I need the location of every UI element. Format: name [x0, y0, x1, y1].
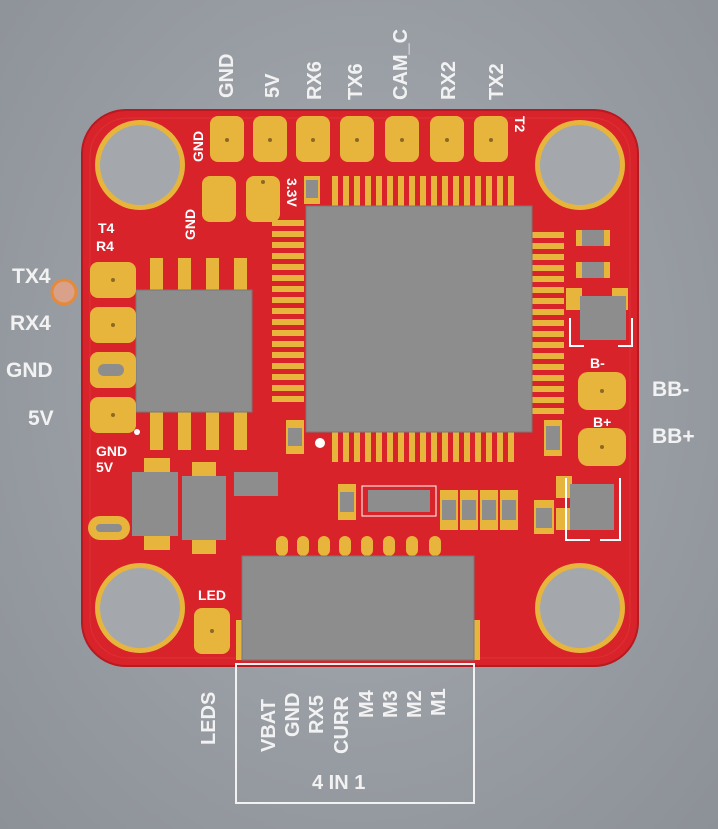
bottom-pin-vbat: VBAT: [258, 699, 280, 752]
four-in-one-bracket: [235, 663, 475, 804]
silk-gnd-b: GND: [182, 208, 198, 240]
right-parts: [556, 230, 633, 541]
silk-r4: R4: [96, 238, 114, 254]
right-pin-bb-minus: BB-: [652, 378, 690, 401]
bottom-pin-curr: CURR: [331, 696, 353, 754]
silk-3v3: 3.3V: [284, 178, 300, 207]
bottom-pin-gnd: GND: [282, 692, 304, 737]
pad-dots: [111, 138, 604, 633]
mcu-pins: [272, 176, 564, 462]
bottom-pin-m4: M4: [356, 690, 378, 718]
silk-gnd-a: GND: [190, 130, 206, 162]
bottom-pin-m2: M2: [404, 690, 426, 718]
lower-left-parts: [88, 458, 278, 554]
left-pin-gnd: GND: [6, 359, 53, 382]
left-chip: [150, 258, 247, 450]
mcu-chip: [305, 205, 533, 433]
left-pin-rx4: RX4: [10, 312, 51, 335]
four-in-one-title: 4 IN 1: [312, 772, 366, 794]
mounting-holes: [95, 120, 625, 653]
leds-label: LEDS: [198, 691, 220, 745]
top-pin-rx6: RX6: [304, 61, 326, 100]
left-pin-tx4: TX4: [12, 265, 51, 288]
top-pin-5v: 5V: [262, 73, 284, 98]
silk-b-plus: B+: [593, 414, 612, 430]
silk-t4: T4: [98, 220, 115, 236]
bottom-pin-rx5: RX5: [306, 695, 328, 734]
right-pin-bb-plus: BB+: [652, 425, 695, 448]
silk-gnd-left: GND: [96, 443, 128, 459]
top-pin-cam-c: CAM_C: [390, 28, 412, 100]
silk-led: LED: [198, 587, 226, 603]
bottom-pin-m3: M3: [380, 690, 402, 718]
motor-connector: [236, 536, 480, 661]
left-pin-5v: 5V: [28, 407, 54, 430]
silk-5v-left: 5V: [96, 459, 114, 475]
top-pin-tx6: TX6: [345, 63, 367, 100]
silk-b-minus: B-: [590, 355, 605, 371]
middle-parts: [286, 176, 562, 534]
bottom-pin-m1: M1: [428, 688, 450, 716]
top-pin-rx2: RX2: [438, 61, 460, 100]
silk-t2: T2: [512, 116, 528, 133]
top-pin-tx2: TX2: [486, 63, 508, 100]
top-pin-gnd: GND: [216, 53, 238, 98]
